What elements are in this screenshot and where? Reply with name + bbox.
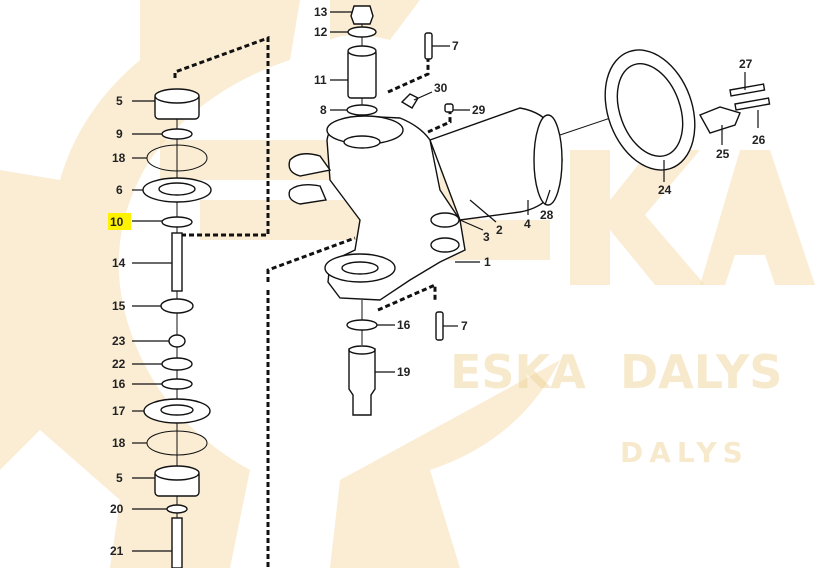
callout-13[interactable]: 13 (314, 5, 328, 19)
steering-knuckle (288, 107, 641, 301)
callout-5-upper[interactable]: 5 (116, 94, 123, 108)
callout-6[interactable]: 6 (116, 183, 123, 197)
callout-30[interactable]: 30 (434, 81, 448, 95)
lower-pin-stack (346, 300, 444, 416)
callout-27[interactable]: 27 (739, 57, 753, 71)
callout-23[interactable]: 23 (112, 334, 126, 348)
callout-16-lower[interactable]: 16 (397, 318, 411, 332)
assembly-guide-upper (173, 35, 270, 237)
callout-28[interactable]: 28 (540, 208, 554, 222)
callout-11[interactable]: 11 (314, 73, 327, 87)
assembly-guide-bolt (387, 52, 430, 94)
callout-10[interactable]: 10 (110, 215, 124, 229)
callout-16-upper[interactable]: 16 (112, 377, 126, 391)
callout-26[interactable]: 26 (752, 133, 766, 147)
callout-19[interactable]: 19 (397, 365, 411, 379)
callout-25[interactable]: 25 (716, 147, 730, 161)
callout-1[interactable]: 1 (484, 255, 491, 269)
callout-9[interactable]: 9 (116, 127, 123, 141)
callout-12[interactable]: 12 (314, 25, 328, 39)
callout-8[interactable]: 8 (320, 103, 327, 117)
watermark-brand-small: DALYS (620, 436, 749, 469)
callout-5-lower[interactable]: 5 (116, 471, 123, 485)
callout-18-lower[interactable]: 18 (112, 436, 126, 450)
callout-labels: 13 12 7 11 30 8 29 27 26 25 24 28 4 2 3 … (110, 5, 766, 558)
callout-15[interactable]: 15 (112, 299, 126, 313)
callout-22[interactable]: 22 (112, 357, 126, 371)
ring-gear-assembly (604, 49, 771, 171)
kingpin-stack (346, 5, 454, 150)
callout-24[interactable]: 24 (658, 183, 672, 197)
watermark-brand-large: ESKA (450, 345, 586, 399)
callout-18-upper[interactable]: 18 (112, 151, 126, 165)
assembly-guide-plug (427, 112, 452, 134)
callout-2[interactable]: 2 (496, 223, 503, 237)
assembly-guide-bottom (377, 282, 437, 312)
callout-10-highlight (108, 213, 131, 230)
callout-29[interactable]: 29 (472, 103, 486, 117)
callout-4[interactable]: 4 (524, 217, 531, 231)
callout-17[interactable]: 17 (112, 404, 126, 418)
left-part-stack (142, 88, 212, 568)
callout-20[interactable]: 20 (110, 502, 124, 516)
callout-7-upper[interactable]: 7 (452, 39, 459, 53)
assembly-guide-lower (266, 236, 356, 282)
watermark-brand-large-2: DALYS (620, 345, 782, 399)
callout-14[interactable]: 14 (112, 256, 126, 270)
callout-3[interactable]: 3 (483, 230, 490, 244)
callout-21[interactable]: 21 (110, 544, 124, 558)
leader-lines (132, 11, 759, 552)
callout-7-lower[interactable]: 7 (461, 319, 468, 333)
